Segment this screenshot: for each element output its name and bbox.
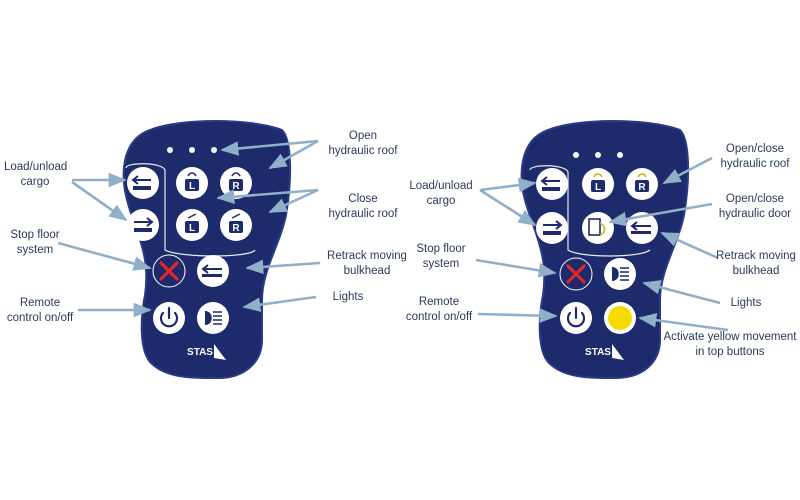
open-roof-right-letter: R	[232, 181, 240, 192]
arrow-stop	[57, 241, 152, 271]
arrow-close-roof-1	[216, 188, 319, 204]
arrow-remote	[477, 308, 558, 323]
close-roof-right-button[interactable]	[220, 209, 252, 241]
stop-floor-button[interactable]	[152, 254, 186, 288]
roof-left-letter: L	[595, 182, 601, 193]
label-open-close-roof: Open/close hydraulic roof	[720, 143, 790, 170]
label-load-unload: Load/unload cargo	[4, 161, 68, 188]
remote-basic-body	[122, 120, 292, 380]
arrow-retract	[660, 231, 719, 260]
label-retract: Retrack moving bulkhead	[716, 250, 796, 277]
close-roof-left-button[interactable]	[176, 209, 208, 241]
yellow-mode-button[interactable]	[604, 302, 636, 334]
brand-mark	[214, 344, 226, 360]
led	[573, 152, 579, 158]
arrow-close-roof-2	[268, 188, 319, 214]
label-stop-floor: Stop floor system	[416, 243, 466, 270]
roof-right-letter: R	[638, 182, 646, 193]
led	[167, 147, 173, 153]
load-cargo-button[interactable]	[536, 168, 568, 200]
arrow-roof	[662, 156, 713, 185]
lights-button[interactable]	[604, 258, 636, 290]
label-remote-onoff: Remote control on/off	[6, 297, 74, 324]
stop-floor-button[interactable]	[559, 257, 593, 291]
remote-basic: L R L R	[122, 120, 292, 380]
arrow-load-bottom	[71, 180, 128, 222]
retract-bulkhead-button[interactable]	[197, 255, 229, 287]
retract-bulkhead-button[interactable]	[626, 212, 658, 244]
label-retract: Retrack moving bulkhead	[327, 250, 407, 277]
label-remote-onoff: Remote control on/off	[405, 296, 473, 323]
label-lights: Lights	[332, 291, 364, 303]
open-roof-left-letter: L	[189, 181, 195, 192]
led	[211, 147, 217, 153]
button-group-outline	[529, 165, 651, 257]
label-close-roof: Close hydraulic roof	[328, 193, 398, 220]
arrow-retract	[245, 259, 321, 275]
arrow-open-roof-1	[220, 139, 319, 156]
arrow-yellow	[638, 312, 729, 332]
label-load-unload: Load/unload cargo	[409, 180, 473, 207]
led	[595, 152, 601, 158]
brand-mark	[612, 344, 624, 360]
hydraulic-door-button[interactable]	[582, 212, 614, 244]
callout-arrows	[57, 139, 729, 332]
unload-cargo-button[interactable]	[127, 209, 159, 241]
arrow-lights	[642, 280, 721, 305]
close-roof-right-letter: R	[232, 223, 240, 234]
label-open-close-door: Open/close hydraulic door	[718, 193, 792, 220]
close-roof-left-letter: L	[189, 223, 195, 234]
arrow-door	[608, 202, 713, 227]
arrow-stop	[475, 258, 557, 278]
power-button[interactable]	[560, 302, 592, 334]
label-open-roof: Open hydraulic roof	[328, 130, 398, 157]
label-lights: Lights	[730, 297, 762, 309]
arrow-open-roof-2	[268, 139, 319, 170]
label-stop-floor: Stop floor system	[10, 229, 60, 256]
roof-right-button[interactable]	[626, 168, 658, 200]
power-button[interactable]	[153, 302, 185, 334]
led	[617, 152, 623, 158]
led	[189, 147, 195, 153]
load-cargo-button[interactable]	[127, 167, 159, 199]
label-yellow: Activate yellow movement in top buttons	[663, 331, 797, 358]
brand-logo: STAS	[585, 347, 611, 358]
unload-cargo-button[interactable]	[536, 212, 568, 244]
lights-button[interactable]	[197, 302, 229, 334]
arrow-load-top	[479, 177, 537, 193]
button-group-outline	[125, 163, 256, 257]
open-roof-left-button[interactable]	[176, 167, 208, 199]
brand-logo: STAS	[187, 347, 213, 358]
roof-left-button[interactable]	[582, 168, 614, 200]
arrow-lights	[242, 295, 317, 312]
arrow-load-bottom	[479, 188, 537, 227]
